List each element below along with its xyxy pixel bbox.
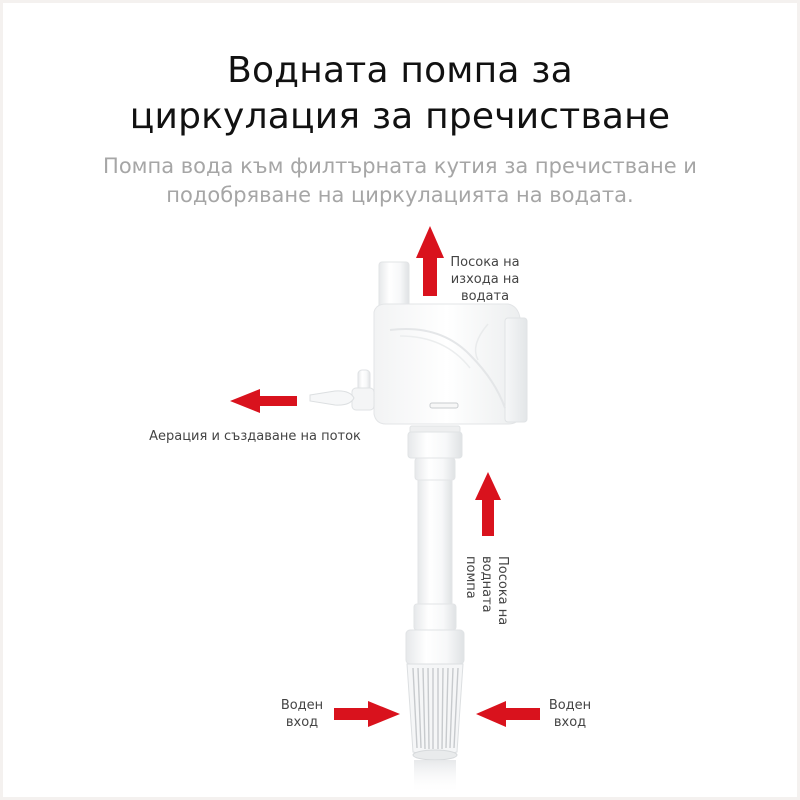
arrow-left-aeration-icon — [230, 389, 297, 413]
outlet-direction-label: Посока на изхода на водата — [450, 255, 520, 304]
pump-body — [373, 303, 528, 425]
extension-tube — [405, 479, 465, 665]
title-line-2: циркулация за пречистване — [129, 96, 671, 137]
pump-collar — [407, 425, 463, 481]
water-inlet-right-label: Воден вход — [548, 698, 592, 730]
aeration-label: Аерация и създаване на поток — [149, 429, 361, 444]
arrow-left-inlet-icon — [476, 701, 540, 727]
arrow-up-pump-icon — [475, 472, 501, 536]
page-title: Водната помпа за циркулация за пречиства… — [0, 48, 800, 140]
water-inlet-left-label: Воден вход — [280, 698, 324, 730]
arrow-right-inlet-icon — [334, 701, 400, 727]
pump-direction-label: Посока на водната помпа — [463, 556, 510, 626]
outlet-tube — [378, 261, 410, 311]
air-nozzle — [309, 369, 375, 411]
subtitle-line-2: подобряване на циркулацията на водата. — [166, 183, 634, 207]
title-line-1: Водната помпа за — [227, 50, 573, 91]
subtitle-line-1: Помпа вода към филтърната кутия за пречи… — [103, 154, 697, 178]
arrow-up-outlet-icon — [416, 226, 444, 296]
page-subtitle: Помпа вода към филтърната кутия за пречи… — [0, 152, 800, 210]
inlet-strainer — [406, 663, 464, 794]
